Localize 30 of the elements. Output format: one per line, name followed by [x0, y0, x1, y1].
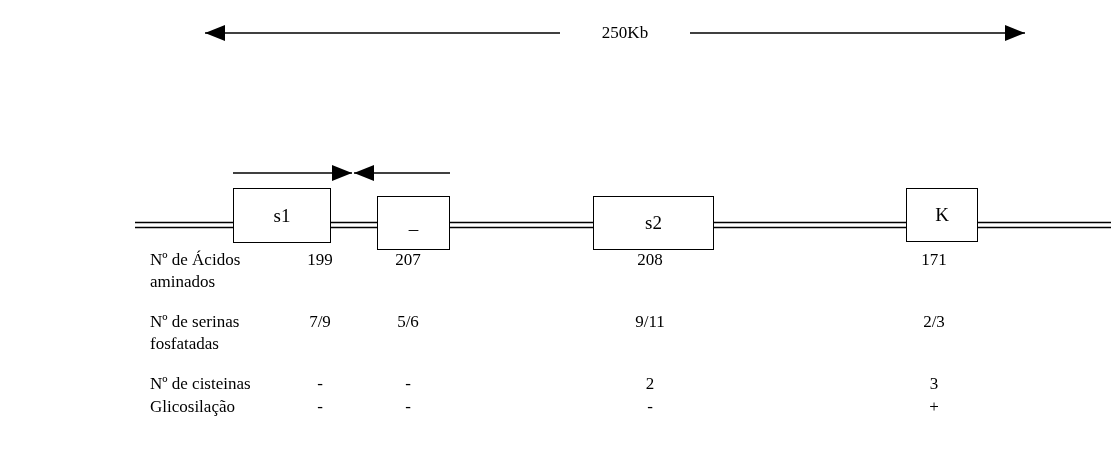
- table-value: -: [316, 396, 324, 418]
- table-value: -: [316, 373, 324, 395]
- table-value: 7/9: [308, 311, 332, 333]
- chromosome-line: [449, 221, 594, 229]
- row-header: Nº de Ácidos aminados: [150, 249, 242, 293]
- table-value: 199: [306, 249, 334, 271]
- table-value: 5/6: [396, 311, 420, 333]
- table-value: -: [646, 396, 654, 418]
- table-value: 2: [644, 373, 656, 395]
- table-value: 2/3: [922, 311, 946, 333]
- dimension-label: 250Kb: [600, 22, 650, 44]
- chromosome-line: [134, 221, 234, 229]
- gene-box: K: [906, 188, 978, 242]
- table-value: 208: [636, 249, 664, 271]
- gene-box: s2: [593, 196, 714, 250]
- gene-box: _: [377, 196, 450, 250]
- table-value: 171: [920, 249, 948, 271]
- chromosome-line: [713, 221, 907, 229]
- table-value: -: [404, 373, 412, 395]
- row-header: Glicosilação: [150, 396, 236, 418]
- table-value: 3: [928, 373, 940, 395]
- chromosome-line: [977, 221, 1111, 229]
- row-header: Nº de serinas fosfatadas: [150, 311, 241, 355]
- chromosome-line: [330, 221, 378, 229]
- table-value: 9/11: [634, 311, 666, 333]
- table-value: -: [404, 396, 412, 418]
- table-value: 207: [394, 249, 422, 271]
- table-value: +: [928, 396, 940, 418]
- row-header: Nº de cisteinas: [150, 373, 252, 395]
- gene-box: s1: [233, 188, 331, 243]
